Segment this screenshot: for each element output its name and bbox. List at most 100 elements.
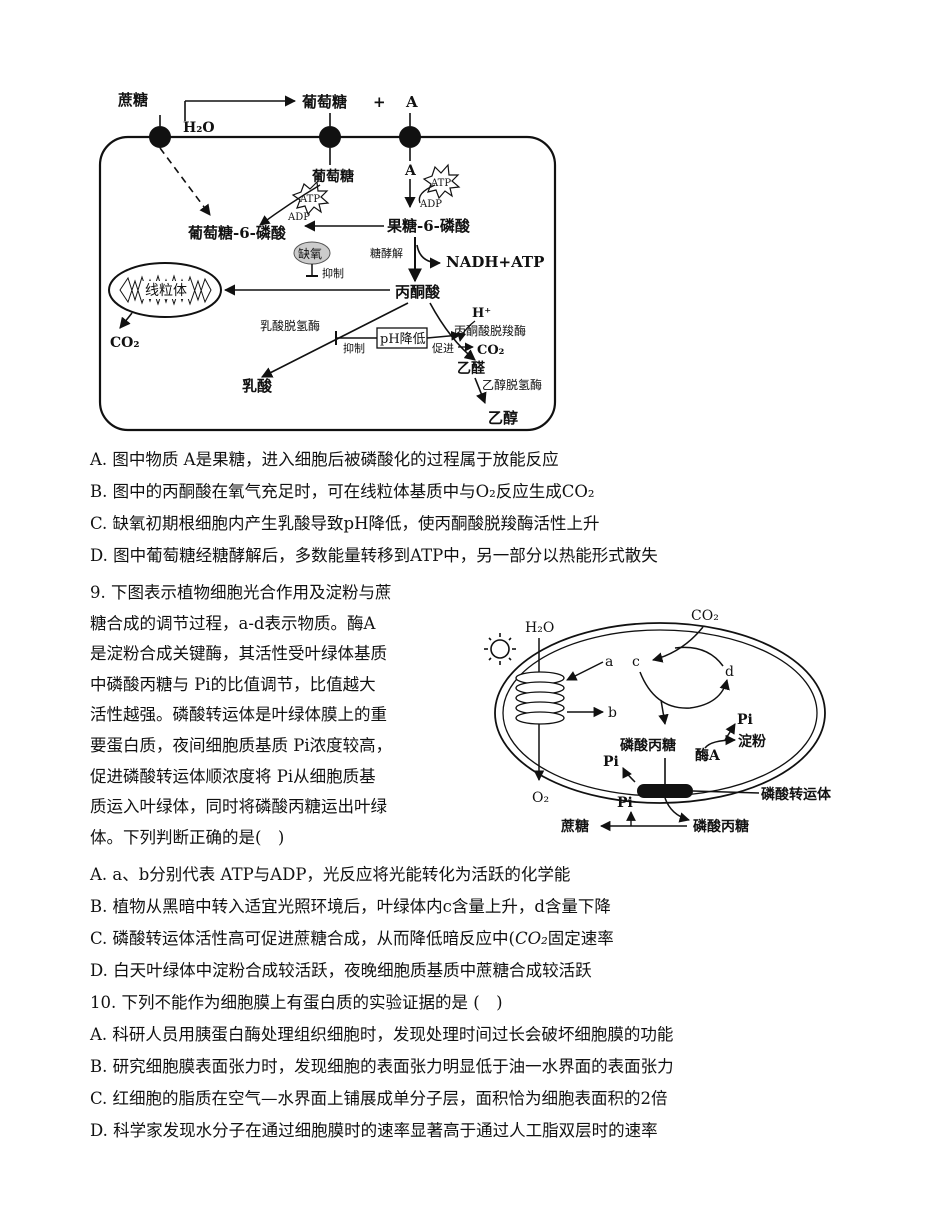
label-a-in: A — [404, 163, 417, 179]
label-lactate: 乳酸 — [242, 377, 273, 395]
label-mito: 线粒体 — [145, 283, 187, 299]
label-nadh-atp: NADH+ATP — [446, 253, 544, 271]
transporter-dot — [319, 126, 341, 148]
thylakoid-stack — [515, 671, 565, 725]
label-h2o: H₂O — [183, 120, 215, 136]
label-inhibit2: 抑制 — [343, 341, 365, 355]
label-pdc: 丙酮酸脱羧酶 — [454, 323, 526, 338]
q9-stem-line: 9. 下图表示植物细胞光合作用及淀粉与蔗 — [90, 583, 392, 602]
q8-option-d: D. 图中葡萄糖经糖酵解后，多数能量转移到ATP中，另一部分以热能形式散失 — [90, 546, 658, 565]
label-b: b — [608, 705, 617, 721]
transporter-dot — [399, 126, 421, 148]
label-sucrose: 蔗糖 — [560, 818, 589, 835]
label-glucose-in: 葡萄糖 — [311, 168, 354, 185]
q9-option-c-text: C. 磷酸转运体活性高可促进蔗糖合成，从而降低暗反应中( — [90, 929, 515, 948]
label-transporter: 磷酸转运体 — [761, 786, 832, 803]
q9-stem-line: 活性越强。磷酸转运体是叶绿体膜上的重 — [90, 705, 387, 725]
label-glycolysis: 糖酵解 — [370, 246, 403, 260]
pi-import-arrow — [622, 767, 636, 783]
label-glucose-out: 葡萄糖 — [301, 93, 347, 111]
label-a: a — [605, 654, 613, 670]
q9-stem-line: 是淀粉合成关键酶，其活性受叶绿体基质 — [90, 644, 387, 664]
q9-stem: 9. 下图表示植物细胞光合作用及淀粉与蔗 糖合成的调节过程，a-d表示物质。酶A… — [90, 578, 440, 853]
q9-stem-line: 促进磷酸转运体顺浓度将 Pi从细胞质基 — [90, 766, 376, 786]
atp-curve — [259, 184, 321, 226]
q8-option-c: C. 缺氧初期根细胞内产生乳酸导致pH降低，使丙酮酸脱羧酶活性上升 — [90, 514, 600, 533]
cycle-to-triose-arrow — [658, 699, 669, 726]
q9-stem-line: 糖合成的调节过程，a-d表示物质。酶A — [90, 613, 376, 633]
label-pyruvate: 丙酮酸 — [395, 283, 441, 301]
label-o2: O₂ — [532, 790, 549, 806]
respiration-diagram: 蔗糖 H₂O 葡萄糖 + A 葡萄糖 ATP ADP 葡萄糖-6-磷酸 A AT… — [98, 91, 557, 432]
phosphate-transporter — [637, 784, 693, 798]
label-acetaldehyde: 乙醛 — [457, 360, 486, 377]
label-ldh: 乳酸脱氢酶 — [260, 318, 320, 333]
label-triose2: 磷酸丙糖 — [693, 818, 749, 835]
ph-promote-arrow — [426, 330, 461, 341]
label-sucrose: 蔗糖 — [117, 91, 148, 109]
triose-export-arrow — [664, 797, 691, 823]
label-hplus: H⁺ — [472, 306, 491, 321]
d-to-c-arc — [674, 646, 724, 667]
label-pi2: Pi — [603, 754, 619, 770]
transporter-pointer — [692, 790, 760, 794]
label-g6p: 葡萄糖-6-磷酸 — [187, 224, 287, 242]
q9-option-d: D. 白天叶绿体中淀粉合成较活跃，夜晚细胞质基质中蔗糖合成较活跃 — [90, 961, 592, 980]
q9-stem-line: 体。下列判断正确的是( ) — [90, 827, 285, 847]
label-starch: 淀粉 — [738, 733, 766, 750]
q10-option-b: B. 研究细胞膜表面张力时，发现细胞的表面张力明显低于油一水界面的表面张力 — [90, 1057, 674, 1076]
label-co2-right: CO₂ — [477, 343, 504, 358]
c-to-d-arc — [639, 671, 730, 709]
q9-option-c: C. 磷酸转运体活性高可促进蔗糖合成，从而降低暗反应中(CO₂固定速率 — [90, 928, 614, 950]
label-inhibit1: 抑制 — [322, 266, 344, 280]
hplus-arrow — [457, 320, 476, 342]
atp-burst-icon — [422, 163, 461, 200]
label-adp2: ADP — [419, 199, 442, 210]
q10-option-a: A. 科研人员用胰蛋白酶处理组织细胞时，发现处理时间过长会破坏细胞膜的功能 — [90, 1025, 674, 1044]
chloroplast-outer-membrane — [494, 622, 826, 804]
enzyme-a-arrow — [704, 734, 737, 749]
q9-option-b: B. 植物从黑暗中转入适宜光照环境后，叶绿体内c含量上升，d含量下降 — [90, 897, 611, 916]
label-hypoxia: 缺氧 — [298, 246, 322, 261]
q9-option-a: A. a、b分别代表 ATP与ADP，光反应将光能转化为活跃的化学能 — [90, 865, 571, 884]
chloroplast-diagram: H₂O O₂ a b CO₂ c d 磷酸丙糖 酶A 淀粉 Pi Pi 磷酸转运… — [484, 608, 832, 835]
q8-option-b: B. 图中的丙酮酸在氧气充足时，可在线粒体基质中与O₂反应生成CO₂ — [90, 482, 595, 501]
sun-icon — [484, 633, 516, 665]
q9-stem-line: 中磷酸丙糖与 Pi的比值调节，比值越大 — [90, 674, 376, 694]
label-enzyme-a: 酶A — [695, 747, 721, 764]
acetaldehyde-to-ethanol-arrow — [474, 377, 487, 405]
pi-release-arrow — [724, 723, 736, 741]
atp-curve — [418, 184, 436, 204]
dashed-arrow — [159, 147, 211, 216]
label-plus: + — [373, 93, 386, 111]
mitochondrion-cristae — [119, 274, 212, 306]
label-a-out: A — [405, 93, 418, 111]
label-c: c — [632, 654, 640, 670]
label-co2: CO₂ — [691, 608, 719, 624]
label-d: d — [725, 664, 734, 680]
label-adp1: ADP — [287, 212, 310, 223]
mito-label-bg — [142, 281, 190, 299]
label-adh: 乙醇脱氢酶 — [482, 377, 542, 392]
label-promote: 促进 — [432, 341, 454, 355]
mitochondrion-outer — [108, 262, 222, 318]
label-atp1: ATP — [299, 194, 320, 205]
label-ph: pH降低 — [380, 332, 426, 347]
label-triose1: 磷酸丙糖 — [620, 737, 676, 754]
q9-stem-line: 要蛋白质，夜间细胞质基质 Pi浓度较高， — [90, 735, 393, 755]
q8-option-a: A. 图中物质 A是果糖，进入细胞后被磷酸化的过程属于放能反应 — [90, 450, 559, 469]
pyruvate-to-acetaldehyde-arrow — [429, 302, 476, 361]
q9-stem-line: 质运入叶绿体，同时将磷酸丙糖运出叶绿 — [90, 797, 387, 817]
label-pi3: Pi — [617, 795, 633, 811]
label-pi1: Pi — [737, 712, 753, 728]
label-atp2: ATP — [430, 178, 451, 189]
a-arrow — [566, 661, 604, 681]
label-f6p: 果糖-6-磷酸 — [386, 217, 471, 235]
q9-option-c-end: 固定速率 — [547, 929, 614, 948]
transporter-dot — [149, 126, 171, 148]
nadh-branch-arrow — [416, 244, 442, 269]
q10-stem: 10. 下列不能作为细胞膜上有蛋白质的实验证据的是 ( ) — [90, 993, 503, 1012]
label-ethanol: 乙醇 — [488, 409, 518, 427]
mito-to-co2-arrow — [119, 312, 133, 329]
